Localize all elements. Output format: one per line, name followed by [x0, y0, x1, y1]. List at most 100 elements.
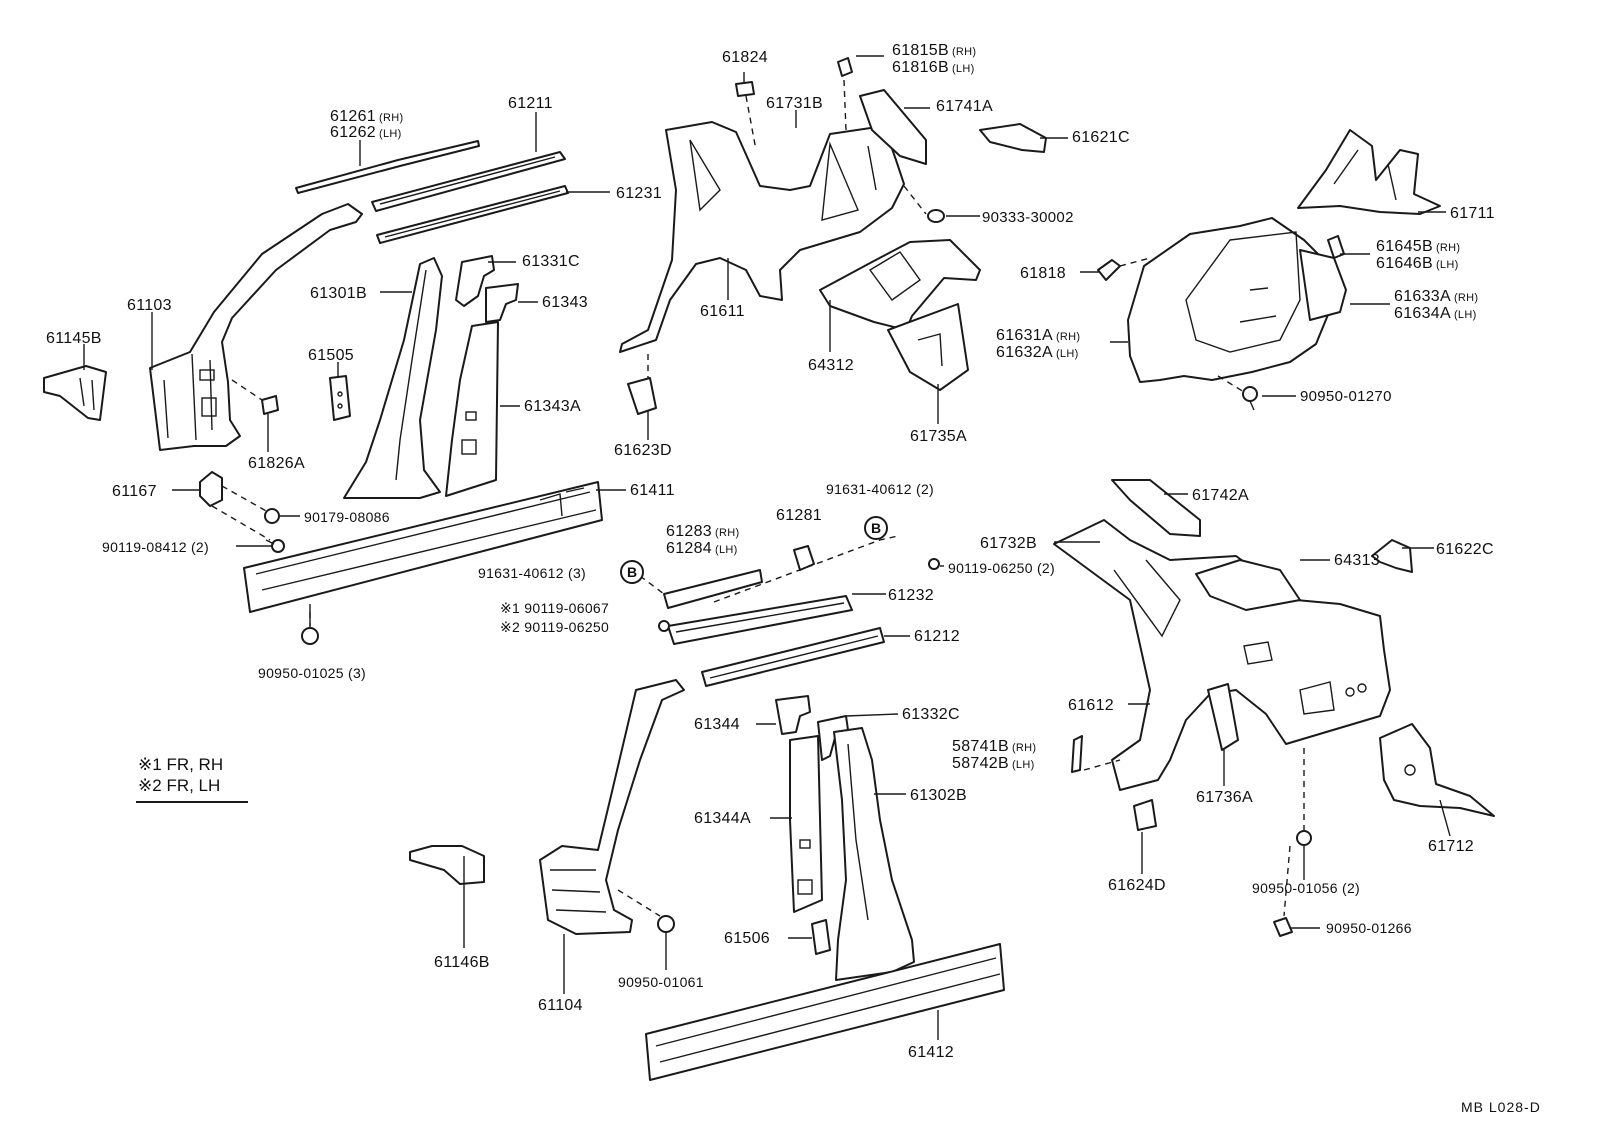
callout-b-mark: B: [620, 560, 644, 584]
rocker-panel-61411: [243, 481, 603, 613]
wheelhouse-outer-61633a: [1299, 249, 1347, 321]
roof-side-rail-61261: [295, 140, 480, 194]
diagram-code: MB L028-D: [1461, 1099, 1541, 1115]
label-90333-30002: 90333-30002: [982, 209, 1074, 226]
quarter-panel-61612: [1053, 519, 1391, 791]
legend-underline: [136, 801, 248, 803]
legend-mark: ※1: [138, 755, 162, 774]
panel-61736a: [1207, 683, 1239, 751]
label-90119-06250: ※2 90119-06250: [500, 619, 610, 635]
label-90119-08412: 90119-08412 (2): [102, 539, 209, 555]
label-61623d: 61623D: [614, 442, 672, 459]
part-number: 61631A: [996, 327, 1053, 344]
side-note: (LH): [715, 544, 738, 556]
bracket-61167: [199, 471, 223, 507]
part-number: 61634A: [1394, 305, 1451, 322]
part-number: 58741B: [952, 738, 1009, 755]
pad-61506: [811, 919, 831, 955]
roof-rail-61211: [371, 151, 566, 212]
center-pillar-outer-61301b: [343, 257, 443, 499]
legend-text: FR, RH: [166, 755, 224, 774]
rail-61232: [667, 595, 853, 645]
label-61146b: 61146B: [434, 954, 490, 971]
wheelhouse-inner-61631a: [1127, 217, 1335, 383]
roof-rail-inner-61231: [376, 185, 569, 244]
center-pillar-inner-61344a: [789, 735, 823, 913]
bolt-90119-06250: [928, 558, 940, 570]
label-61343: 61343: [542, 294, 588, 311]
label-61232: 61232: [888, 587, 934, 604]
label-91631-40612-2: 91631-40612 (2): [826, 481, 935, 497]
side-note: (RH): [1435, 242, 1461, 254]
side-note: (LH): [1453, 309, 1477, 321]
side-note: (LH): [379, 128, 402, 140]
center-pillar-inner-61343a: [445, 321, 499, 497]
panel-61742a: [1111, 479, 1201, 537]
side-note: (RH): [951, 46, 977, 58]
front-pillar-61103: [149, 203, 363, 451]
label-61261: 61261(RH): [330, 108, 403, 127]
legend-row: ※1 FR, RH: [138, 754, 223, 775]
part-number: 61284: [666, 540, 712, 557]
label-61824: 61824: [722, 49, 768, 66]
leader-lines: [83, 55, 1451, 1040]
label-61231: 61231: [616, 185, 662, 202]
side-note: (LH): [1055, 348, 1079, 360]
callout-b-mark: B: [864, 516, 888, 540]
nut-90179-08086: [264, 508, 280, 524]
part-number: 58742B: [952, 755, 1009, 772]
label-61506: 61506: [724, 930, 770, 947]
plug-90950-01061: [657, 915, 675, 933]
label-61505: 61505: [308, 347, 354, 364]
part-number: 61283: [666, 523, 712, 540]
clip-61815b: [837, 57, 853, 77]
legend-row: ※2 FR, LH: [138, 775, 223, 796]
label-61624d: 61624D: [1108, 877, 1166, 894]
front-pillar-lower-61104: [539, 679, 685, 935]
center-pillar-outer-61302b: [833, 727, 915, 981]
label-90950-01056: 90950-01056 (2): [1252, 880, 1361, 896]
label-61732b: 61732B: [980, 535, 1037, 552]
pillar-bracket-61344: [775, 695, 811, 735]
label-61818: 61818: [1020, 265, 1066, 282]
label-61103: 61103: [127, 297, 172, 314]
wheelhouse-bracket-64312: [819, 239, 981, 331]
part-number: 61632A: [996, 344, 1053, 361]
pillar-brace-61331c: [455, 255, 495, 307]
panel-61735a: [887, 303, 969, 391]
label-90950-01266: 90950-01266: [1326, 920, 1412, 936]
side-note: (RH): [1011, 742, 1037, 754]
label-61731b: 61731B: [766, 95, 823, 112]
wheelhouse-bracket-64313: [1195, 559, 1301, 611]
extension-61623d: [627, 377, 657, 415]
label-61411: 61411: [630, 482, 675, 499]
quarter-panel-61611: [619, 121, 905, 353]
label-61331c: 61331C: [522, 253, 580, 270]
label-61344a: 61344A: [694, 810, 751, 827]
part-number: 61815B: [892, 42, 949, 59]
gusset-61146b: [409, 845, 485, 885]
side-note: (LH): [951, 63, 975, 75]
panel-61712: [1379, 723, 1495, 817]
label-61611: 61611: [700, 303, 745, 320]
label-61104: 61104: [538, 997, 583, 1014]
label-61816b: 61816B(LH): [892, 59, 975, 78]
legend-text: FR, LH: [166, 776, 221, 795]
label-61634a: 61634A(LH): [1394, 305, 1477, 324]
pillar-bracket-61343: [485, 283, 519, 323]
side-note: (LH): [1435, 259, 1459, 271]
label-61633a: 61633A(RH): [1394, 288, 1478, 307]
filler-58741b: [1071, 735, 1083, 773]
side-note: (RH): [379, 112, 404, 124]
label-61826a: 61826A: [248, 455, 305, 472]
plug-90950-01056: [1296, 830, 1312, 846]
legend-mark: ※2: [138, 776, 162, 795]
label-61741a: 61741A: [936, 98, 993, 115]
label-90179-08086: 90179-08086: [304, 509, 390, 525]
label-61632a: 61632A(LH): [996, 344, 1079, 363]
rocker-panel-61412: [645, 943, 1005, 1081]
label-90950-01061: 90950-01061: [618, 974, 704, 990]
part-number: 61262: [330, 124, 376, 141]
part-number: 61633A: [1394, 288, 1451, 305]
